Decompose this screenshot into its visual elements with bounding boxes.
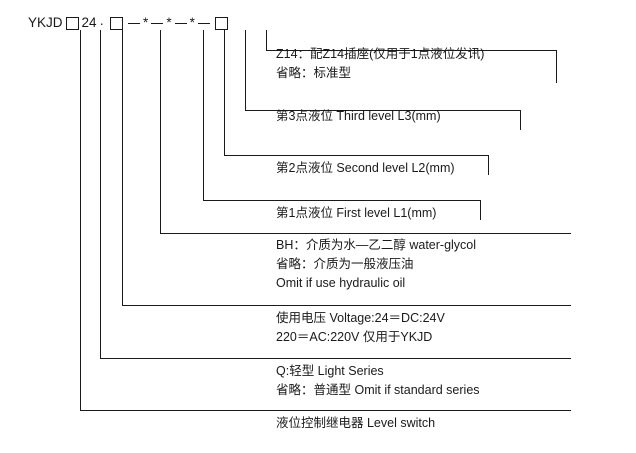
callout-series-line-1: Q:轻型 Light Series	[276, 364, 384, 378]
leader-line-l1-horizontal	[203, 200, 481, 201]
code-voltage: 24	[81, 15, 97, 30]
code-dash-3	[174, 22, 187, 24]
leader-line-l1-vertical	[203, 30, 204, 201]
leader-line-l3-right	[520, 110, 521, 130]
leader-line-z14-horizontal	[266, 50, 557, 51]
callout-voltage: 使用电压 Voltage:24＝DC:24V 220＝AC:220V 仅用于YK…	[276, 309, 445, 347]
callout-voltage-line-2: 220＝AC:220V 仅用于YKJD	[276, 330, 433, 344]
leader-line-l1-right	[480, 200, 481, 220]
leader-line-voltage-horizontal	[122, 305, 571, 306]
callout-first-level: 第1点液位 First level L1(mm)	[276, 204, 436, 223]
leader-line-medium-vertical	[160, 30, 161, 234]
leader-line-voltage-vertical	[122, 30, 123, 306]
callout-z14-line-1: Z14：配Z14插座(仅用于1点液位发讯)	[276, 47, 485, 61]
code-dash-4	[197, 22, 210, 24]
callout-third-level: 第3点液位 Third level L3(mm)	[276, 107, 441, 126]
leader-line-product-vertical	[80, 30, 81, 411]
leader-line-l2-right	[488, 155, 489, 175]
leader-line-series-vertical	[100, 30, 101, 359]
leader-line-medium-horizontal	[160, 233, 571, 234]
callout-medium-line-1: BH：介质为水—乙二醇 water-glycol	[276, 238, 477, 252]
leader-line-z14-vertical	[266, 30, 267, 51]
callout-second-level: 第2点液位 Second level L2(mm)	[276, 159, 455, 178]
callout-z14-line-2: 省略：标准型	[276, 66, 352, 80]
leader-line-l3-vertical	[245, 30, 246, 111]
model-code-row: YKJD 24 · * * *	[28, 12, 231, 34]
callout-first-level-line-1: 第1点液位 First level L1(mm)	[276, 206, 437, 220]
callout-medium-type: BH：介质为水—乙二醇 water-glycol 省略：介质为一般液压油 Omi…	[276, 236, 476, 293]
callout-voltage-line-1: 使用电压 Voltage:24＝DC:24V	[276, 311, 445, 325]
callout-product-line-1: 液位控制继电器 Level switch	[276, 416, 436, 430]
code-box-1	[65, 16, 79, 30]
code-box-3	[214, 16, 228, 30]
leader-line-series-horizontal	[100, 358, 571, 359]
code-star-2: *	[166, 15, 172, 30]
callout-z14-socket: Z14：配Z14插座(仅用于1点液位发讯) 省略：标准型	[276, 45, 484, 83]
callout-product-name: 液位控制继电器 Level switch	[276, 414, 435, 433]
code-star-3: *	[189, 15, 195, 30]
code-box-2	[110, 16, 124, 30]
callout-second-level-line-1: 第2点液位 Second level L2(mm)	[276, 161, 455, 175]
callout-series-type: Q:轻型 Light Series 省略：普通型 Omit if standar…	[276, 362, 480, 400]
code-prefix: YKJD	[28, 15, 63, 30]
callout-series-line-2: 省略：普通型 Omit if standard series	[276, 383, 480, 397]
leader-line-l2-vertical	[224, 30, 225, 156]
code-dash-2	[151, 22, 164, 24]
code-dot: ·	[99, 15, 105, 31]
leader-line-z14-right	[556, 50, 557, 83]
callout-medium-line-3: Omit if use hydraulic oil	[276, 276, 406, 290]
leader-line-l2-horizontal	[224, 155, 489, 156]
callout-third-level-line-1: 第3点液位 Third level L3(mm)	[276, 109, 441, 123]
leader-line-product-horizontal	[80, 410, 571, 411]
code-dash-1	[128, 22, 141, 24]
code-star-1: *	[143, 15, 149, 30]
leader-line-l3-horizontal	[245, 110, 521, 111]
callout-medium-line-2: 省略：介质为一般液压油	[276, 257, 414, 271]
